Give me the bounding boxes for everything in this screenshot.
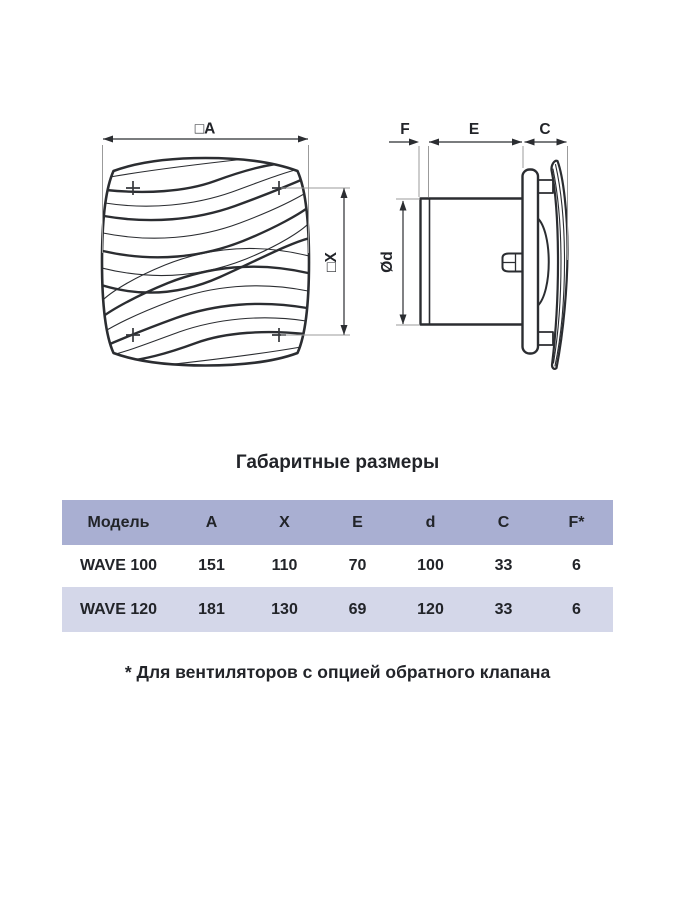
table-header-cell: C (497, 513, 510, 531)
table-cell: 181 (198, 600, 225, 618)
table-header-cell: E (352, 513, 363, 531)
table-cell: 6 (572, 600, 581, 618)
dimension-F: F (389, 121, 419, 146)
table-cell: 33 (494, 600, 513, 618)
front-view: □A □X (100, 121, 350, 367)
dimension-X: □X (323, 188, 348, 335)
table-row-wave-120: WAVE 120 181 130 69 120 33 6 (62, 587, 613, 632)
cover-bracket-bottom (537, 331, 554, 346)
table-cell: 70 (348, 557, 367, 574)
table-cell-model: WAVE 120 (79, 600, 158, 618)
table-cell: 6 (572, 557, 581, 574)
table-header-cell: F* (568, 513, 585, 531)
dimension-drawings: □A □X (100, 121, 569, 370)
cover-bracket-top (537, 179, 554, 194)
table-cell: 110 (271, 557, 298, 574)
table-cell: 33 (494, 557, 513, 574)
duct-body (419, 197, 525, 326)
cover-hatching (552, 163, 566, 367)
side-view: F E C Ød (379, 121, 569, 370)
dim-label-C: C (539, 121, 550, 138)
dimension-C: C (524, 121, 567, 146)
table-header-cell: Модель (87, 513, 150, 531)
table-header-row: Модель A X E d C F* (62, 500, 613, 545)
table-cell: 151 (198, 557, 225, 574)
table-title: Габаритные размеры (235, 452, 440, 473)
table-cell: 130 (271, 600, 298, 618)
table-cell: 120 (417, 600, 444, 618)
dim-label-d: Ød (379, 251, 396, 273)
table-header-cell: X (279, 513, 290, 531)
mounting-plate (521, 168, 540, 355)
table-header-cell: d (425, 513, 436, 531)
table-cell: 100 (417, 557, 444, 574)
dim-label-E: E (469, 121, 479, 138)
table-header-cell: A (205, 513, 218, 531)
dimensions-table: Модель A X E d C F* WAVE 100 151 110 70 … (62, 500, 613, 632)
dim-label-X: □X (323, 251, 340, 271)
table-cell: 69 (348, 600, 367, 618)
table-row-wave-100: WAVE 100 151 110 70 100 33 6 (62, 545, 613, 587)
dim-label-A: □A (195, 121, 216, 138)
wave-pattern (102, 158, 309, 366)
dimension-E: E (429, 121, 522, 146)
latch-clip (501, 252, 524, 273)
dimension-d: Ød (379, 200, 407, 325)
motor-dome (536, 217, 550, 307)
footnote: * Для вентиляторов с опцией обратного кл… (124, 662, 551, 682)
dim-label-F: F (400, 121, 409, 138)
table-cell-model: WAVE 100 (79, 557, 158, 574)
dimension-A: □A (103, 121, 308, 143)
